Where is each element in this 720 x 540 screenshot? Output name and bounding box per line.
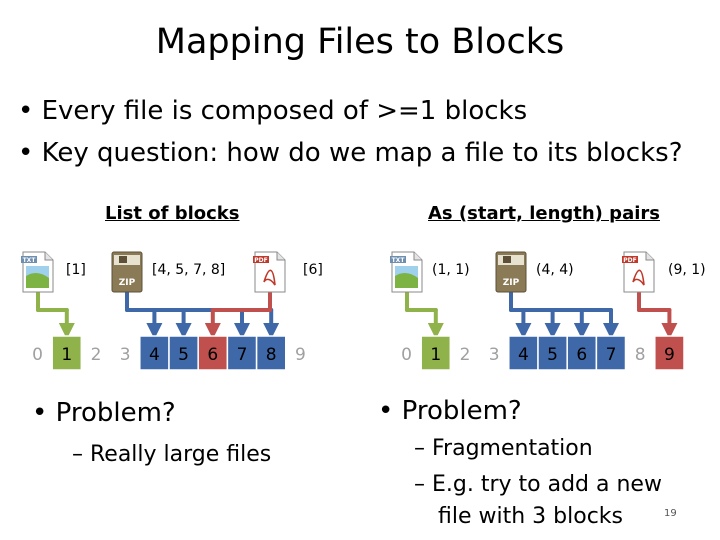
right-pdf-label: (9, 1) bbox=[668, 262, 706, 278]
right-block-5 bbox=[537, 335, 568, 371]
left-zip-file-icon-text: ZIP bbox=[119, 278, 136, 288]
left-block-7 bbox=[226, 335, 258, 371]
right-answer-3: file with 3 blocks bbox=[438, 504, 623, 529]
right-zip-connector bbox=[509, 290, 619, 339]
right-block-5-number: 5 bbox=[547, 345, 558, 365]
left-block-7-number: 7 bbox=[237, 345, 248, 365]
right-pdf-file-icon-tag bbox=[622, 256, 638, 263]
left-block-4 bbox=[139, 335, 170, 371]
left-block-9-number: 9 bbox=[295, 345, 306, 365]
right-block-2-number: 2 bbox=[460, 345, 471, 365]
left-pdf-file-icon-text: PDF bbox=[254, 257, 267, 264]
left-txt-connector bbox=[36, 290, 75, 339]
right-block-3-number: 3 bbox=[489, 345, 500, 365]
left-block-0 bbox=[22, 335, 53, 371]
left-pdf-label: [6] bbox=[303, 262, 323, 278]
left-block-9 bbox=[285, 335, 316, 371]
left-heading: List of blocks bbox=[105, 203, 240, 224]
right-problem-text: Problem? bbox=[401, 396, 522, 426]
right-txt-file-icon-text: TXT bbox=[392, 257, 406, 264]
right-txt-file-icon-fold bbox=[413, 252, 422, 261]
right-pdf-file-icon-text: PDF bbox=[623, 257, 636, 264]
bullet-2: • Key question: how do we map a file to … bbox=[18, 138, 683, 168]
left-block-0-number: 0 bbox=[32, 345, 43, 365]
left-block-1-number: 1 bbox=[61, 345, 72, 365]
left-txt-label: [1] bbox=[66, 262, 86, 278]
right-zip-file-icon-text: ZIP bbox=[503, 278, 520, 288]
page-number: 19 bbox=[664, 508, 677, 519]
slide-title: Mapping Files to Blocks bbox=[155, 22, 565, 62]
left-pdf-file-icon-symbol bbox=[263, 269, 276, 286]
right-block-8-number: 8 bbox=[635, 345, 646, 365]
left-block-5-number: 5 bbox=[178, 345, 189, 365]
right-block-6 bbox=[566, 335, 598, 371]
right-pdf-connector bbox=[637, 290, 678, 339]
left-txt-file-icon-text: TXT bbox=[23, 257, 37, 264]
left-block-3-number: 3 bbox=[120, 345, 131, 365]
left-zip-file-icon: ZIP bbox=[111, 251, 143, 293]
left-problem: • Problem? bbox=[32, 398, 176, 428]
left-block-2-number: 2 bbox=[91, 345, 102, 365]
right-txt-connector bbox=[405, 290, 444, 339]
left-problem-text: Problem? bbox=[55, 398, 176, 428]
right-zip-file-icon: ZIP bbox=[495, 251, 527, 293]
right-block-9 bbox=[654, 335, 685, 371]
left-block-1 bbox=[51, 335, 83, 371]
right-answer-1: – Fragmentation bbox=[414, 436, 593, 461]
right-txt-label: (1, 1) bbox=[432, 262, 470, 278]
icons-layer: TXT ZIP PDF TXT ZIP PDF bbox=[21, 251, 655, 293]
right-block-7 bbox=[595, 335, 627, 371]
right-txt-file-icon-tag bbox=[390, 256, 406, 263]
right-block-6-number: 6 bbox=[576, 345, 587, 365]
right-pdf-file-icon: PDF bbox=[622, 251, 655, 293]
right-answer-2: – E.g. try to add a new bbox=[414, 472, 662, 497]
left-txt-file-icon: TXT bbox=[21, 251, 54, 293]
left-answer-1: – Really large files bbox=[72, 442, 272, 467]
left-txt-file-icon-tag bbox=[21, 256, 37, 263]
right-pdf-file-icon-symbol bbox=[632, 269, 645, 286]
right-block-0-number: 0 bbox=[401, 345, 412, 365]
right-heading: As (start, length) pairs bbox=[428, 203, 660, 224]
right-txt-file-icon-hill bbox=[395, 272, 418, 288]
left-block-6 bbox=[197, 335, 229, 371]
right-block-9-number: 9 bbox=[664, 345, 675, 365]
bullet-1: • Every file is composed of >=1 blocks bbox=[18, 96, 528, 126]
left-pdf-file-icon-fold bbox=[276, 252, 285, 261]
right-block-4-number: 4 bbox=[518, 345, 529, 365]
bullet-2-text: Key question: how do we map a file to it… bbox=[41, 138, 683, 168]
left-pdf-file-icon: PDF bbox=[253, 251, 286, 293]
left-txt-file-icon-fold bbox=[44, 252, 53, 261]
connectors-layer bbox=[36, 290, 678, 339]
left-txt-file-icon-hill bbox=[26, 272, 49, 288]
right-zip-file-icon-clasp bbox=[503, 256, 511, 263]
right-problem: • Problem? bbox=[378, 396, 522, 426]
bullet-1-text: Every file is composed of >=1 blocks bbox=[41, 96, 528, 126]
right-block-4 bbox=[508, 335, 539, 371]
right-txt-file-icon: TXT bbox=[390, 251, 423, 293]
right-zip-label: (4, 4) bbox=[536, 262, 574, 278]
left-block-4-number: 4 bbox=[149, 345, 160, 365]
left-zip-file-icon-clasp bbox=[119, 256, 127, 263]
left-block-8 bbox=[255, 335, 287, 371]
right-block-7-number: 7 bbox=[606, 345, 617, 365]
left-pdf-file-icon-tag bbox=[253, 256, 269, 263]
right-block-1-number: 1 bbox=[430, 345, 441, 365]
right-pdf-file-icon-fold bbox=[645, 252, 654, 261]
left-block-2 bbox=[80, 335, 112, 371]
left-block-8-number: 8 bbox=[266, 345, 277, 365]
left-pdf-connector bbox=[204, 290, 272, 339]
left-block-6-number: 6 bbox=[207, 345, 218, 365]
left-zip-label: [4, 5, 7, 8] bbox=[152, 262, 226, 278]
